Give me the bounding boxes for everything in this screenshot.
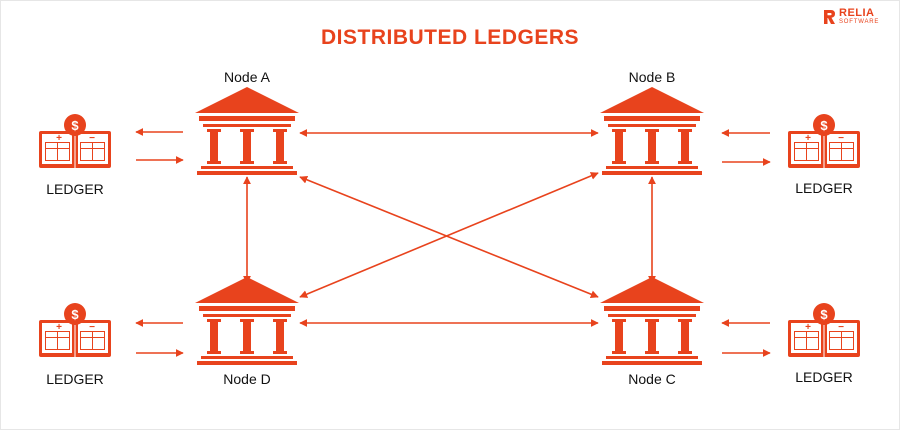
node-d-label: Node D (223, 371, 271, 387)
ledger-a-dollar-glyph: $ (71, 118, 79, 133)
ledger-c-label: LEDGER (795, 369, 853, 385)
node-b-label: Node B (628, 69, 676, 85)
node-a-label: Node A (224, 69, 270, 85)
ledger-d-book-icon: $ + − (38, 302, 112, 358)
ledger-c-plus-glyph: + (805, 322, 811, 333)
ledger-d-dollar-glyph: $ (71, 307, 79, 322)
ledger-a-book-icon: $ + − (38, 113, 112, 169)
node-b-bank-icon (600, 87, 704, 175)
ledger-a-label: LEDGER (46, 181, 104, 197)
node-c-label: Node C (628, 371, 676, 387)
ledger-d-label: LEDGER (46, 371, 104, 387)
connection-b-d (299, 172, 599, 298)
ledger-b-dollar-glyph: $ (820, 118, 828, 133)
ledger-b-minus-glyph: − (838, 133, 844, 144)
brand-tagline: SOFTWARE (839, 19, 880, 25)
ledger-d-plus-glyph: + (56, 322, 62, 333)
node-c-bank-icon (600, 277, 704, 365)
ledger-c-minus-glyph: − (838, 322, 844, 333)
ledger-c-dollar-glyph: $ (820, 307, 828, 322)
ledger-a-plus-glyph: + (56, 133, 62, 144)
ledger-b-plus-glyph: + (805, 133, 811, 144)
node-d-bank-icon (195, 277, 299, 365)
ledger-c-book-icon: $ + − (787, 302, 861, 358)
ledger-b-book-icon: $ + − (787, 113, 861, 169)
relia-logo-icon (824, 10, 835, 24)
brand-name: RELIA (839, 7, 875, 19)
diagram-title: DISTRIBUTED LEDGERS (320, 26, 579, 49)
ledger-d-minus-glyph: − (89, 322, 95, 333)
ledger-a-minus-glyph: − (89, 133, 95, 144)
ledger-b-label: LEDGER (795, 180, 853, 196)
node-a-bank-icon (195, 87, 299, 175)
